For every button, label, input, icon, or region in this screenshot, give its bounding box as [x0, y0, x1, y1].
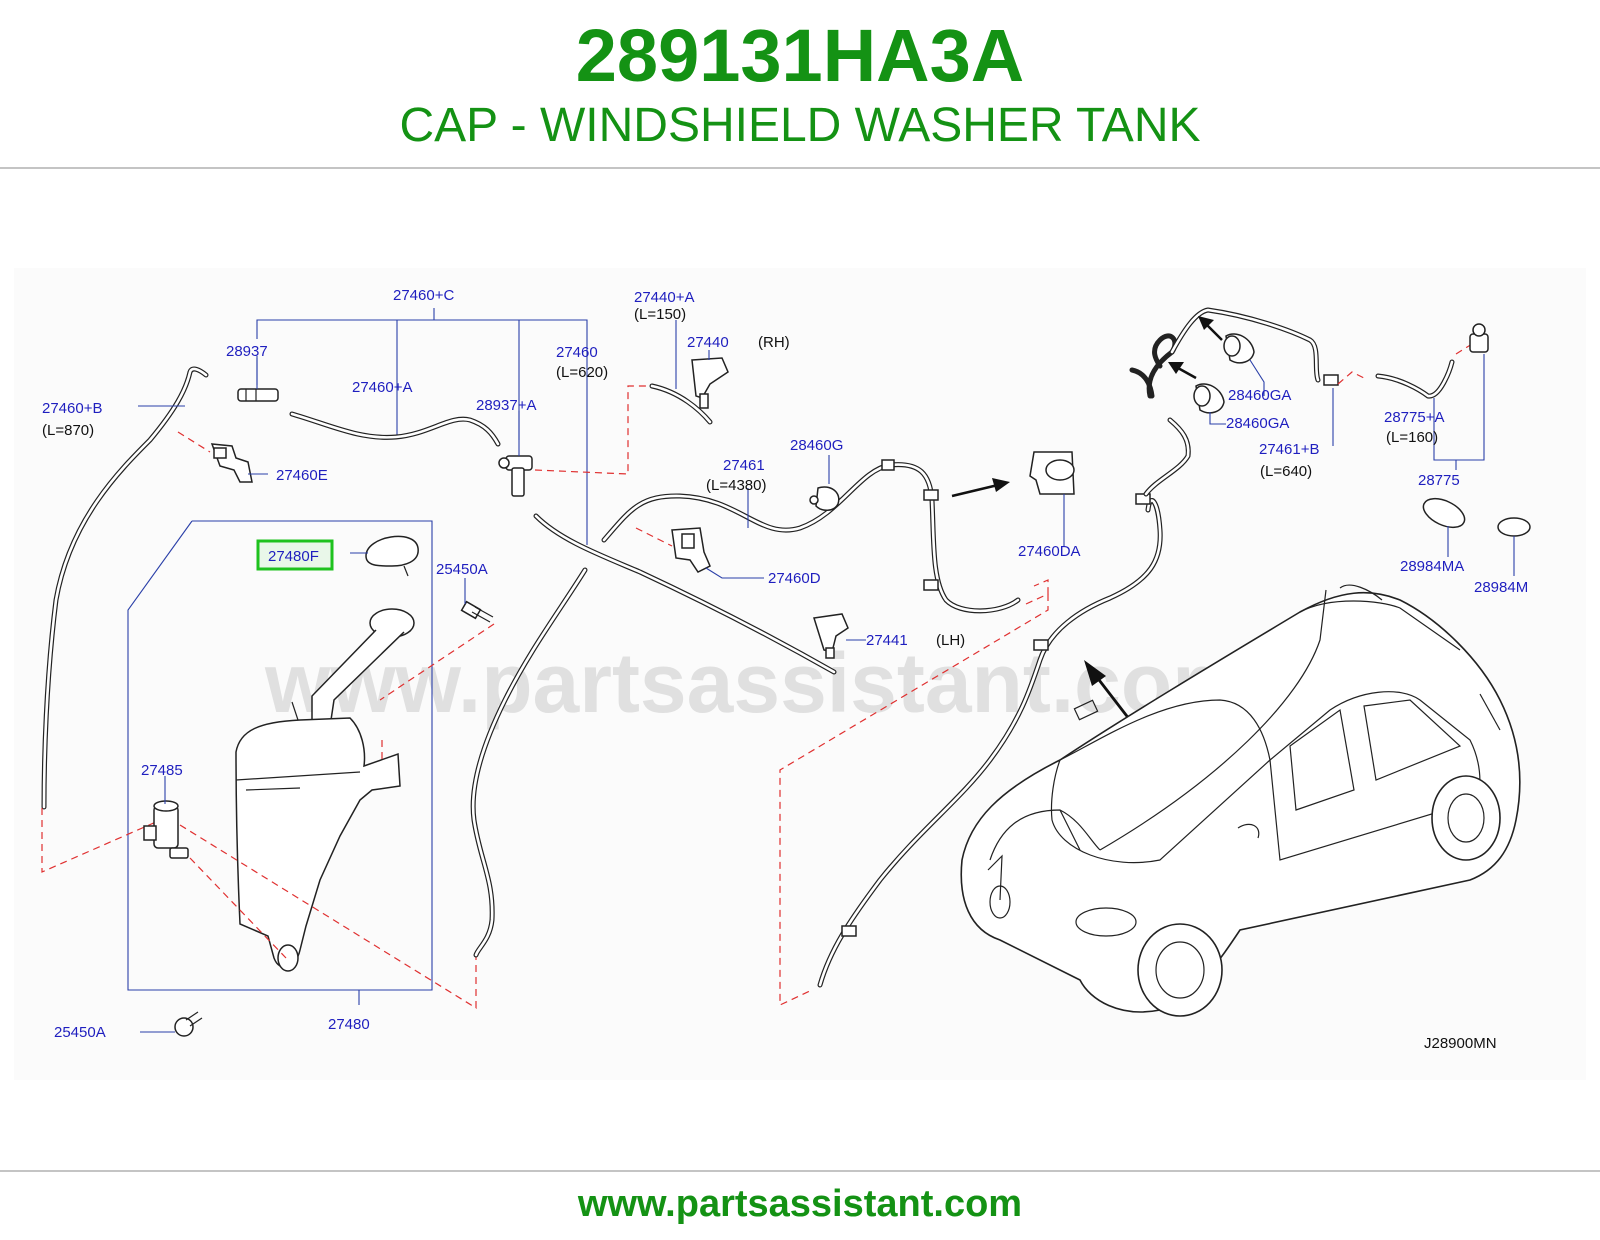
- highlight-27480F: [256, 539, 334, 571]
- arrow-to-27460DA: [951, 478, 1010, 498]
- label-27461: 27461: [723, 457, 765, 474]
- label-28937A: 28937+A: [476, 397, 536, 414]
- hose-27461-upper: [601, 462, 1021, 614]
- cap-27480F: [365, 535, 419, 577]
- label-27460E: 27460E: [276, 467, 328, 484]
- washer-tank-27480: [235, 608, 415, 972]
- label-25450A-bottom: 25450A: [54, 1024, 106, 1041]
- label-28937: 28937: [226, 343, 268, 360]
- hose-clip-a: [923, 489, 939, 501]
- footer-divider: [0, 1170, 1600, 1172]
- label-l870: (L=870): [42, 422, 94, 439]
- hose-clip-b: [923, 579, 939, 591]
- bolt-25450A-top: [460, 600, 494, 623]
- bracket-27460C: [256, 319, 588, 545]
- label-28460GA-2: 28460GA: [1226, 415, 1289, 432]
- label-28460G: 28460G: [790, 437, 843, 454]
- nozzle-27440: [691, 357, 729, 409]
- label-28775A: 28775+A: [1384, 409, 1444, 426]
- part-number-title: 289131HA3A: [575, 14, 1025, 97]
- arrow-upper-right-1: [1198, 316, 1223, 341]
- connector-28937: [237, 388, 279, 402]
- grommet-28460GA-1: [1223, 333, 1255, 364]
- bolt-25450A-bottom: [174, 1011, 203, 1037]
- diagram-code: J28900MN: [1424, 1035, 1497, 1052]
- label-l640: (L=640): [1260, 463, 1312, 480]
- tank-assembly-frame: [127, 520, 433, 991]
- label-27441: 27441: [866, 632, 908, 649]
- label-l150: (L=150): [634, 306, 686, 323]
- part-name-subtitle: CAP - WINDSHIELD WASHER TANK: [399, 99, 1201, 152]
- label-27460DA: 27460DA: [1018, 543, 1081, 560]
- hose-27460B: [41, 366, 209, 810]
- clip-27460D: [671, 527, 711, 573]
- watermark-text: www.partsassistant.com: [264, 636, 1247, 730]
- hose-27461-lower: [533, 513, 837, 675]
- car-illustration: [960, 584, 1521, 1017]
- arrow-upper-right-2: [1168, 362, 1197, 380]
- hose-27460: [470, 567, 588, 958]
- nozzle-27441: [813, 613, 849, 659]
- cover-28984MA: [1422, 497, 1466, 529]
- hose-front-to-car: [817, 498, 1163, 988]
- label-27485: 27485: [141, 762, 183, 779]
- grommet-28460GA-2: [1193, 383, 1225, 414]
- connector-28937A: [498, 455, 533, 497]
- label-27460A: 27460+A: [352, 379, 412, 396]
- label-27460B: 27460+B: [42, 400, 102, 417]
- label-l160: (L=160): [1386, 429, 1438, 446]
- hose-27460A: [289, 411, 501, 447]
- pump-27485: [143, 800, 189, 859]
- label-28775: 28775: [1418, 472, 1460, 489]
- label-l4380: (L=4380): [706, 477, 766, 494]
- label-27440: 27440: [687, 334, 729, 351]
- label-lh: (LH): [936, 632, 965, 649]
- label-25450A-top: 25450A: [436, 561, 488, 578]
- hose-27440A: [649, 383, 713, 425]
- grommet-28460G: [809, 486, 840, 511]
- label-27460: 27460: [556, 344, 598, 361]
- header-divider: [0, 167, 1600, 169]
- label-27440A: 27440+A: [634, 289, 694, 306]
- label-28984M: 28984M: [1474, 579, 1528, 596]
- hose-27461B: [1129, 307, 1321, 497]
- label-l620: (L=620): [556, 364, 608, 381]
- label-27461B: 27461+B: [1259, 441, 1319, 458]
- label-27460D: 27460D: [768, 570, 821, 587]
- clip-27460DA: [1029, 451, 1075, 495]
- bracket-28775: [1433, 354, 1485, 461]
- nozzle-28775: [1469, 323, 1489, 353]
- hose-28775A: [1375, 359, 1455, 399]
- cover-28984M: [1497, 517, 1531, 537]
- label-rh: (RH): [758, 334, 790, 351]
- label-27480F: 27480F: [268, 548, 319, 565]
- label-28460GA-1: 28460GA: [1228, 387, 1291, 404]
- clip-27460E: [210, 443, 253, 483]
- hose-clip-c: [881, 459, 895, 471]
- footer-url[interactable]: www.partsassistant.com: [577, 1183, 1023, 1225]
- label-27460C: 27460+C: [393, 287, 454, 304]
- label-27480: 27480: [328, 1016, 370, 1033]
- label-28984MA: 28984MA: [1400, 558, 1464, 575]
